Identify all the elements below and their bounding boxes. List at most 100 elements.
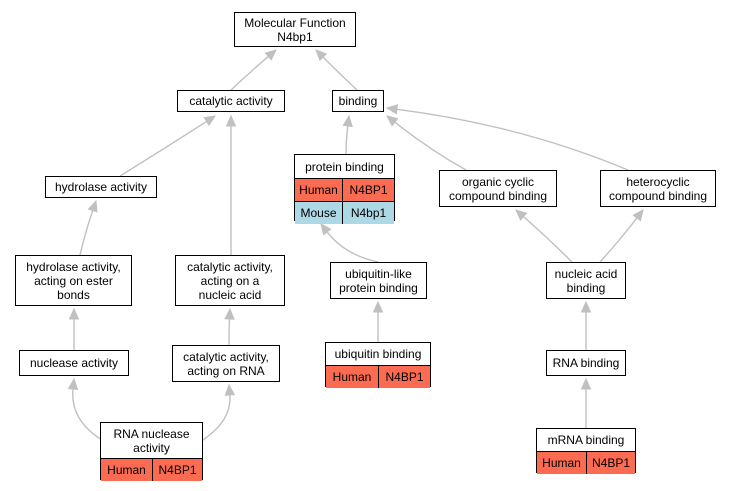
node-label: catalytic activity, acting on a nucleic … (187, 259, 273, 302)
edge-nucleic-acid-binding-to-organic-cyclic (515, 209, 573, 263)
edge-arrowhead (342, 114, 353, 128)
edge-line (72, 388, 103, 441)
edge-heterocyclic-to-binding (385, 104, 629, 171)
edge-catalytic-nucleic-to-catalytic (225, 114, 237, 255)
edge-line (79, 210, 94, 256)
node-label: organic cyclic compound binding (448, 174, 548, 203)
organism-label: Human (299, 183, 338, 197)
edge-arrowhead (386, 115, 399, 127)
node-nucleic-acid-binding[interactable]: nucleic acid binding (546, 262, 626, 299)
edge-arrowhead (225, 114, 237, 127)
node-label: mRNA binding (547, 433, 625, 447)
edge-line (345, 125, 349, 155)
node-label: nuclease activity (29, 356, 119, 370)
edge-arrowhead (224, 307, 235, 320)
node-nuclease[interactable]: nuclease activity (19, 350, 129, 376)
node-label: RNA nuclease activity (113, 426, 190, 455)
gene-label: N4BP1 (586, 452, 635, 474)
edge-line (322, 56, 358, 91)
edge-nuclease-to-hydrolase-ester (68, 307, 80, 350)
edge-arrowhead (203, 115, 217, 127)
edge-arrowhead (515, 209, 528, 221)
edge-arrowhead (224, 383, 236, 396)
organism-label: Mouse (300, 206, 337, 220)
organism-label: Human (107, 463, 146, 477)
gene-label: N4bp1 (342, 202, 394, 224)
node-label: protein binding (305, 159, 384, 174)
organism-label: Human (542, 456, 581, 470)
edge-arrowhead (632, 209, 644, 222)
node-label: hydrolase activity (54, 180, 148, 194)
node-label: ubiquitin binding (334, 347, 422, 361)
node-catalytic-rna[interactable]: catalytic activity, acting on RNA (172, 345, 280, 382)
edge-organic-cyclic-to-binding (386, 115, 467, 171)
edge-hydrolase-ester-to-hydrolase (79, 199, 98, 256)
node-label: Molecular Function N4bp1 (244, 15, 346, 44)
edge-catalytic-to-root (230, 49, 277, 91)
node-label: catalytic activity, acting on RNA (183, 349, 269, 378)
edge-line (119, 120, 207, 177)
edge-line (228, 318, 231, 346)
edge-arrowhead (372, 300, 384, 313)
annotation-human: Human N4BP1 (295, 178, 394, 201)
edge-line (230, 55, 269, 91)
node-label: RNA binding (552, 356, 620, 370)
edge-mrna-binding-to-rna-binding (580, 377, 592, 429)
edge-ubiquitin-binding-to-ubiquitin-like (372, 300, 384, 343)
edge-ubiquitin-like-to-protein-binding (320, 223, 379, 263)
edge-arrowhead (580, 377, 592, 390)
edge-binding-to-root (315, 49, 358, 91)
edge-rna-binding-to-nucleic-acid-binding (580, 300, 592, 351)
node-label: heterocyclic compound binding (608, 174, 708, 203)
annotation-human: Human N4BP1 (326, 365, 430, 388)
node-hydrolase[interactable]: hydrolase activity (45, 176, 157, 198)
node-label: catalytic activity (189, 94, 273, 108)
annotation-human: Human N4BP1 (101, 458, 202, 481)
edge-line (202, 394, 231, 441)
node-ubiquitin-like[interactable]: ubiquitin-like protein binding (330, 262, 427, 299)
node-label: nucleic acid binding (554, 266, 618, 295)
node-organic-cyclic[interactable]: organic cyclic compound binding (439, 170, 557, 207)
node-catalytic-nucleic[interactable]: catalytic activity, acting on a nucleic … (175, 255, 285, 306)
edge-arrowhead (385, 104, 399, 115)
gene-label: N4BP1 (342, 179, 394, 201)
node-root[interactable]: Molecular Function N4bp1 (234, 12, 356, 47)
edge-arrowhead (580, 300, 592, 313)
edge-nucleic-acid-binding-to-heterocyclic (599, 209, 644, 263)
node-label: binding (338, 94, 378, 108)
node-rna-binding[interactable]: RNA binding (546, 350, 626, 376)
node-hydrolase-ester[interactable]: hydrolase activity, acting on ester bond… (15, 255, 132, 306)
edge-hydrolase-to-catalytic (119, 115, 217, 177)
edge-arrowhead (87, 199, 98, 213)
annotation-human: Human N4BP1 (537, 451, 635, 474)
edge-rna-nuclease-to-catalytic-rna (202, 383, 236, 441)
node-label: hydrolase activity, acting on ester bond… (26, 259, 121, 302)
edge-arrowhead (68, 307, 80, 320)
edge-protein-binding-to-binding (342, 114, 353, 155)
edge-line (599, 217, 638, 263)
node-label: ubiquitin-like protein binding (339, 266, 418, 295)
node-binding[interactable]: binding (332, 90, 384, 112)
organism-label: Human (332, 370, 372, 384)
gene-label: N4BP1 (152, 459, 202, 481)
edge-arrowhead (67, 377, 79, 390)
node-heterocyclic[interactable]: heterocyclic compound binding (600, 170, 716, 207)
node-catalytic[interactable]: catalytic activity (177, 90, 285, 112)
edge-arrowhead (320, 223, 332, 236)
edge-line (523, 216, 573, 263)
edge-line (396, 108, 629, 171)
edge-catalytic-rna-to-catalytic-nucleic (224, 307, 235, 346)
annotation-mouse: Mouse N4bp1 (295, 201, 394, 224)
edge-line (394, 121, 467, 171)
edge-rna-nuclease-to-nuclease (67, 377, 103, 441)
gene-label: N4BP1 (378, 366, 430, 388)
edge-arrowhead (264, 49, 277, 61)
edge-arrowhead (315, 49, 328, 62)
edge-line (326, 231, 379, 263)
